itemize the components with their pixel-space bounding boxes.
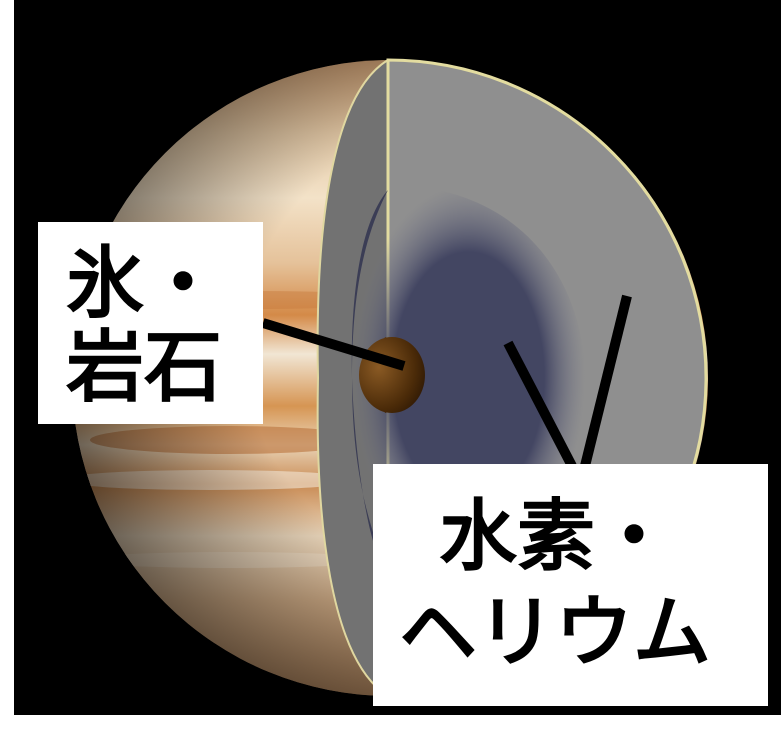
core-label-line1: 氷・ — [66, 239, 223, 329]
core-label-line2: 岩石 — [66, 323, 223, 413]
envelope-leader-line-2 — [580, 294, 632, 468]
core-leader-line — [261, 318, 406, 371]
envelope-leader-line-1 — [503, 340, 577, 469]
core-face — [359, 337, 425, 413]
envelope-label-line2: ヘリウム — [399, 588, 712, 678]
core-label: 氷・ 岩石 — [38, 222, 263, 424]
envelope-label-line1: 水素・ — [439, 492, 674, 582]
envelope-label: 水素・ ヘリウム — [373, 464, 768, 706]
